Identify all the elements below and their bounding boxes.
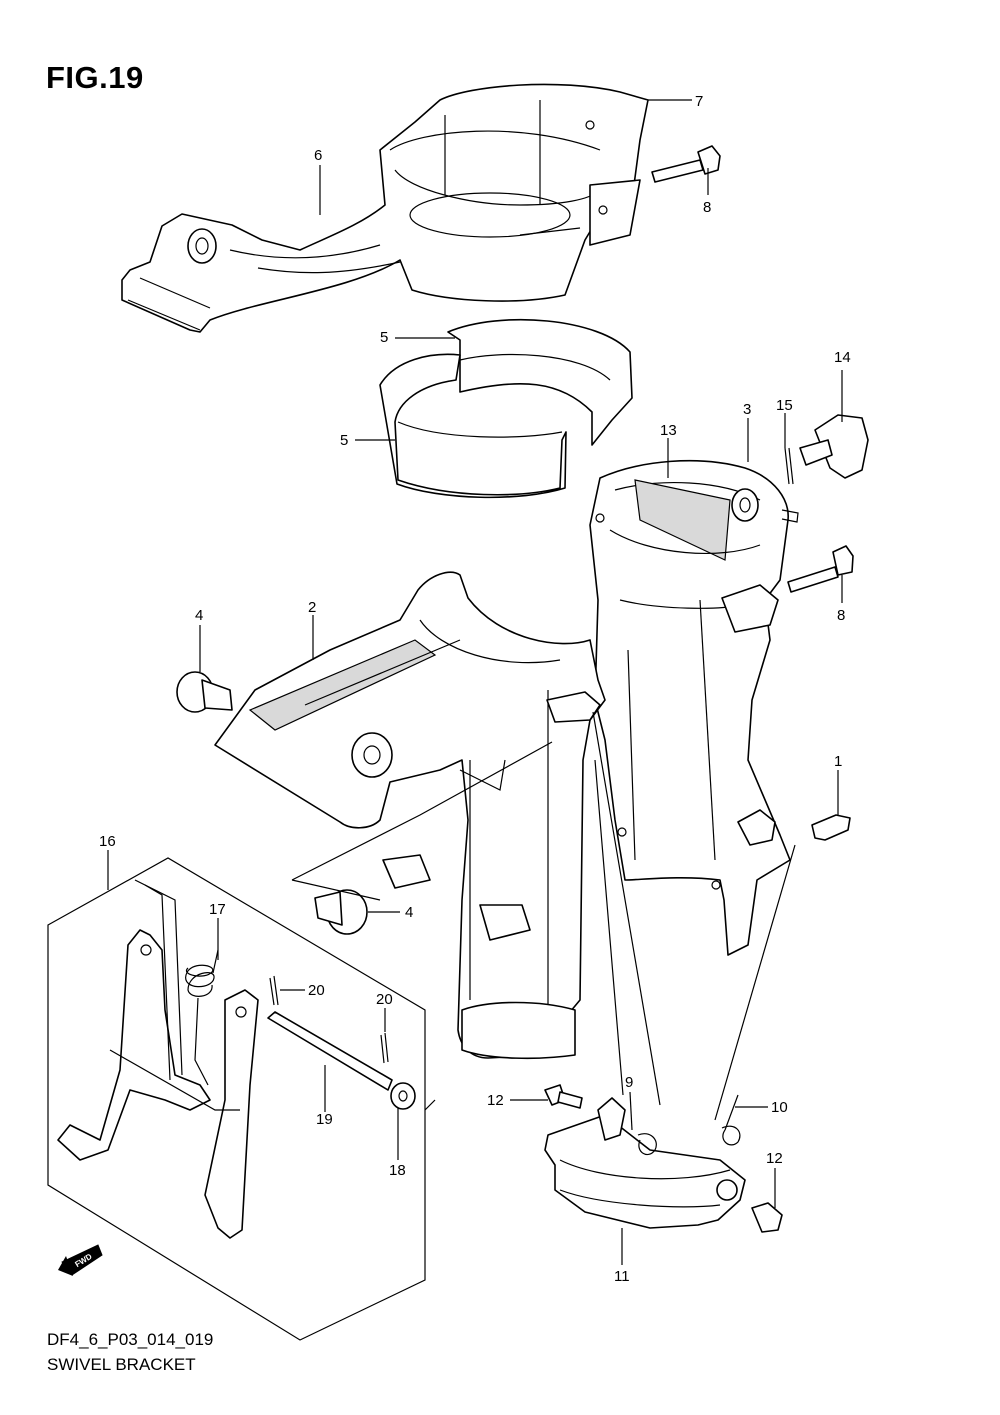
tilt-lever-box [47, 857, 426, 1341]
callout-6: 6 [314, 147, 322, 164]
spring [185, 949, 219, 1086]
callout-4: 4 [405, 904, 413, 921]
callout-20: 20 [308, 982, 325, 999]
tilt-lever [57, 879, 259, 1239]
callout-5: 5 [340, 432, 348, 449]
callout-3: 3 [743, 401, 751, 418]
callout-16: 16 [99, 833, 116, 850]
callout-17: 17 [209, 901, 226, 918]
clamp-bracket [589, 459, 799, 956]
stop-lever-spring [637, 1094, 741, 1155]
callout-10: 10 [771, 1099, 788, 1116]
callout-18: 18 [389, 1162, 406, 1179]
callout-labels: 7 6 8 5 5 14 3 15 13 8 4 2 1 4 16 17 20 … [99, 93, 851, 1285]
callout-19: 19 [316, 1111, 333, 1128]
callout-15: 15 [776, 397, 793, 414]
drawing-name: SWIVEL BRACKET [47, 1355, 196, 1374]
drawing-code: DF4_6_P03_014_019 [47, 1330, 214, 1349]
figure-title: FIG.19 [46, 60, 144, 95]
callout-1: 1 [834, 753, 842, 770]
callout-8: 8 [703, 199, 711, 216]
swivel-clamp-upper [121, 83, 649, 333]
steering-bushing [379, 318, 633, 499]
callout-11: 11 [614, 1268, 630, 1285]
callout-2: 2 [308, 599, 316, 616]
callout-9: 9 [625, 1074, 633, 1091]
callout-14: 14 [834, 349, 851, 366]
swivel-bracket [214, 571, 606, 1060]
callout-lines [107, 99, 843, 1265]
callout-13: 13 [660, 422, 677, 439]
stopper-bolt [544, 1084, 783, 1233]
knob-screw [799, 414, 869, 479]
callout-12: 12 [766, 1150, 783, 1167]
cotter-pin [269, 447, 794, 1064]
callout-8: 8 [837, 607, 845, 624]
fwd-arrow-icon: FWD [58, 1244, 103, 1276]
callout-20: 20 [376, 991, 393, 1008]
callout-7: 7 [695, 93, 703, 110]
cap [176, 671, 368, 935]
leader-lines [291, 711, 796, 1121]
callout-5: 5 [380, 329, 388, 346]
callout-4: 4 [195, 607, 203, 624]
callout-12: 12 [487, 1092, 504, 1109]
bolt [651, 145, 854, 593]
shaft [267, 1011, 393, 1091]
washer [390, 1082, 416, 1110]
reverse-lock-plate [544, 1097, 746, 1229]
grease-nipple [811, 814, 851, 841]
